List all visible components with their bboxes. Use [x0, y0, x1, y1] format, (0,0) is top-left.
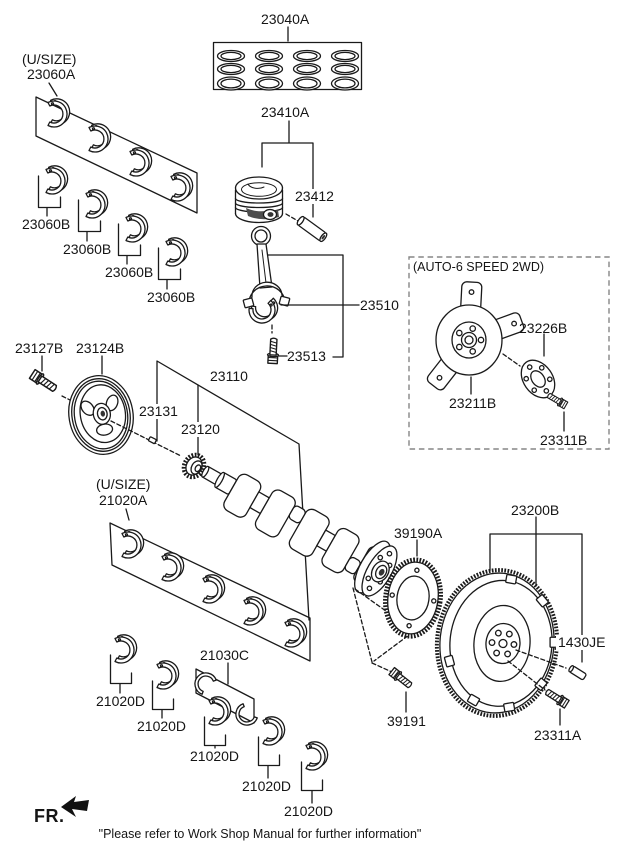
- part-label-21020d-5[interactable]: 21020D: [284, 803, 334, 819]
- part-label-23060b-1[interactable]: 23060B: [22, 216, 71, 232]
- pin-assembly-dash: [285, 213, 299, 222]
- adapter-dash: [502, 353, 521, 367]
- label-usize-bottom: (U/SIZE): [96, 476, 151, 492]
- dowel-pin[interactable]: [568, 665, 587, 681]
- drive-plate[interactable]: [425, 281, 525, 392]
- flywheel-bolt[interactable]: [543, 686, 571, 710]
- crankshaft-pulley[interactable]: [63, 371, 140, 460]
- part-label-23311a[interactable]: 23311A: [534, 727, 582, 743]
- leader-pulley: [41, 355, 103, 375]
- flywheel-dashes: [507, 649, 567, 691]
- part-label-21020d-2[interactable]: 21020D: [137, 718, 187, 734]
- main-bearing-lower-singles[interactable]: [109, 634, 329, 804]
- part-label-23513[interactable]: 23513: [287, 348, 326, 364]
- pulley-axis-dash: [110, 420, 182, 457]
- part-label-23124b[interactable]: 23124B: [76, 340, 125, 356]
- crankshaft-gear[interactable]: [180, 451, 208, 480]
- tone-wheel[interactable]: [380, 556, 445, 640]
- part-label-39191[interactable]: 39191: [387, 713, 426, 729]
- main-bearing-upper-singles[interactable]: [37, 165, 189, 290]
- part-label-23040a[interactable]: 23040A: [261, 11, 310, 27]
- rod-bolt[interactable]: [266, 337, 281, 365]
- tone-wheel-bolt[interactable]: [387, 666, 415, 691]
- part-label-23127b[interactable]: 23127B: [15, 340, 64, 356]
- part-label-23060b-4[interactable]: 23060B: [147, 289, 196, 305]
- thrust-washer-set[interactable]: [189, 662, 259, 731]
- part-label-23120[interactable]: 23120: [179, 421, 222, 437]
- flywheel-bracket: [489, 516, 583, 663]
- part-label-23060b-2[interactable]: 23060B: [63, 241, 112, 257]
- tone-wheel-dashes: [352, 587, 414, 673]
- piston[interactable]: [234, 176, 284, 224]
- piston-ring-set[interactable]: [212, 26, 363, 91]
- part-label-39190a[interactable]: 39190A: [394, 525, 443, 541]
- part-label-23311b[interactable]: 23311B: [540, 432, 588, 448]
- main-bearing-set-lower[interactable]: [109, 508, 311, 662]
- fr-label: FR.: [34, 806, 65, 826]
- adapter-bolt[interactable]: [545, 390, 569, 410]
- part-label-21020d-3[interactable]: 21020D: [190, 748, 240, 764]
- part-label-23211b[interactable]: 23211B: [449, 395, 497, 411]
- part-label-21020a[interactable]: 21020A: [99, 492, 148, 508]
- label-usize-top: (U/SIZE): [22, 51, 77, 67]
- part-label-23226b[interactable]: 23226B: [519, 320, 568, 336]
- connecting-rod[interactable]: [242, 225, 291, 309]
- part-label-1430je[interactable]: 1430JE: [556, 634, 608, 650]
- piston-pin[interactable]: [296, 215, 328, 243]
- piston-bracket: [261, 120, 314, 218]
- part-label-23410a[interactable]: 23410A: [261, 104, 310, 120]
- flywheel[interactable]: [431, 565, 564, 721]
- adapter-plate[interactable]: [514, 354, 561, 404]
- main-bearing-set-upper[interactable]: [35, 82, 198, 214]
- crankshaft-key[interactable]: [147, 436, 157, 445]
- footer-note: "Please refer to Work Shop Manual for fu…: [98, 827, 422, 841]
- part-label-23510[interactable]: 23510: [360, 297, 399, 313]
- crankshaft[interactable]: [192, 452, 405, 602]
- part-label-21020d-4[interactable]: 21020D: [242, 778, 292, 794]
- part-label-21030c[interactable]: 21030C: [200, 647, 250, 663]
- label-auto6-box-title: (AUTO-6 SPEED 2WD): [413, 260, 545, 274]
- pulley-bolt[interactable]: [28, 368, 60, 395]
- fr-direction-arrow-icon: [61, 796, 89, 817]
- part-label-23060b-3[interactable]: 23060B: [105, 264, 154, 280]
- part-label-23110[interactable]: 23110: [210, 368, 248, 384]
- part-label-23412[interactable]: 23412: [293, 188, 336, 204]
- rod-bracket: [267, 254, 360, 358]
- part-label-21020d-1[interactable]: 21020D: [96, 693, 146, 709]
- part-label-23060a[interactable]: 23060A: [27, 66, 76, 82]
- part-label-23131[interactable]: 23131: [137, 403, 180, 419]
- part-label-23200b[interactable]: 23200B: [511, 502, 560, 518]
